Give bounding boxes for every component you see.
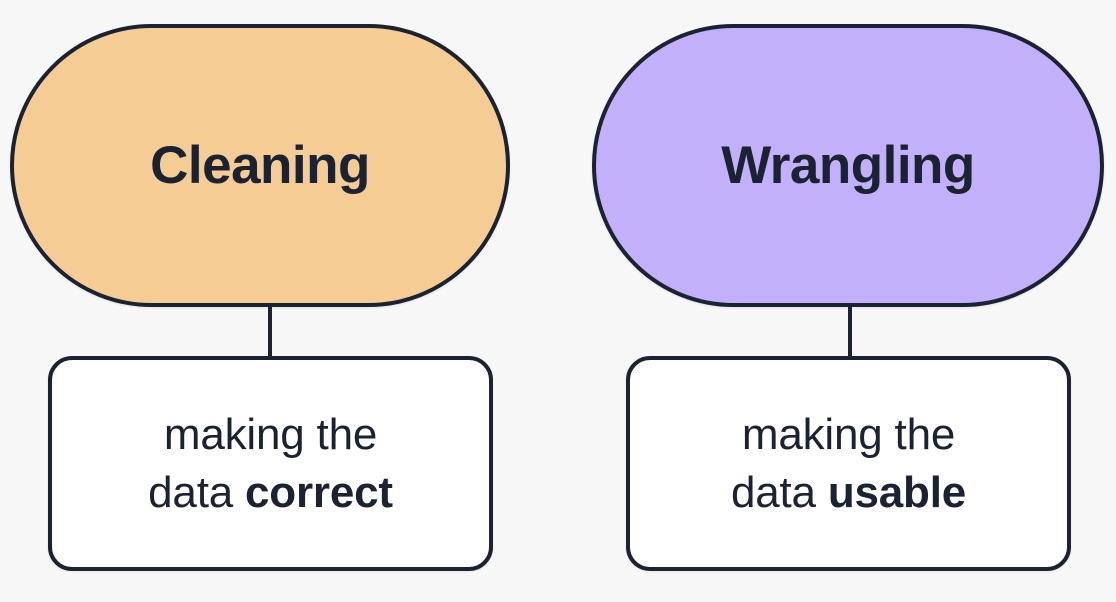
description-wrangling-text: making the data usable (731, 406, 966, 520)
description-cleaning-line2: data correct (148, 464, 393, 521)
description-wrangling-line1: making the (741, 410, 956, 460)
description-cleaning-emphasis: correct (245, 467, 393, 517)
connector-wrangling (848, 304, 852, 359)
description-cleaning-text: making the data correct (148, 406, 393, 520)
description-wrangling-line2-prefix: data (730, 467, 828, 517)
description-cleaning-line1: making the (163, 410, 378, 460)
description-wrangling-line2: data usable (731, 464, 966, 521)
connector-cleaning (268, 304, 272, 359)
description-wrangling[interactable]: making the data usable (626, 356, 1071, 571)
description-cleaning-line2-prefix: data (148, 467, 246, 517)
node-cleaning-label: Cleaning (150, 136, 370, 195)
description-wrangling-emphasis: usable (827, 467, 967, 517)
node-wrangling-label: Wrangling (721, 136, 975, 195)
node-wrangling[interactable]: Wrangling (592, 24, 1104, 307)
description-cleaning[interactable]: making the data correct (48, 356, 493, 571)
node-cleaning[interactable]: Cleaning (10, 24, 510, 307)
